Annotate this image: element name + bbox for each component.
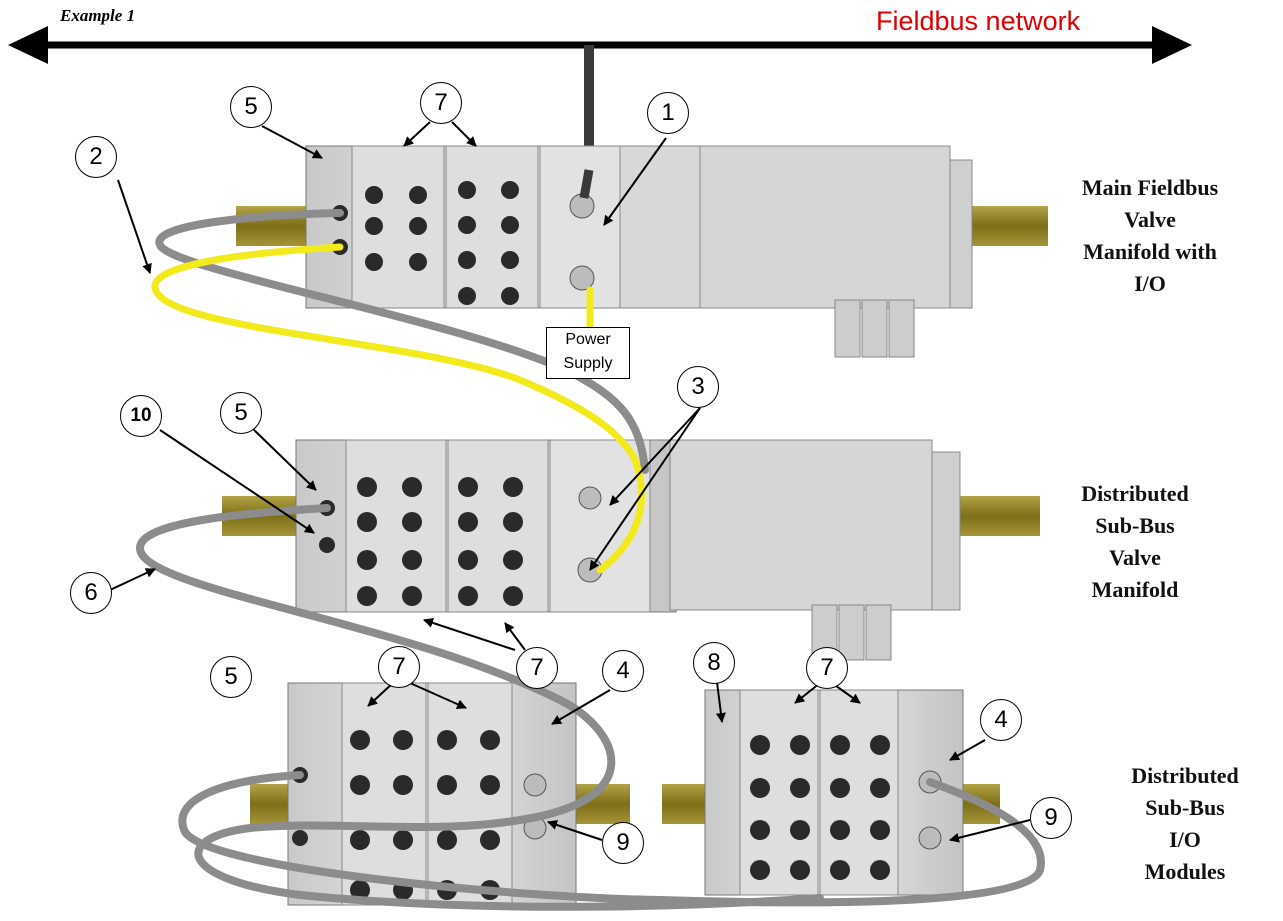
callout-4b: 4 [980, 699, 1022, 741]
label-line: Modules [1090, 856, 1280, 888]
callout-8: 8 [693, 642, 735, 684]
callout-9a: 9 [602, 822, 644, 864]
dark-cable-connector [584, 170, 589, 198]
label-line: Manifold with [1035, 236, 1265, 268]
callout-6: 6 [70, 572, 112, 614]
callout-5a: 5 [230, 86, 272, 128]
power-supply-label: Power Supply [546, 327, 630, 379]
callout-3: 3 [677, 366, 719, 408]
callout-5c: 5 [210, 656, 252, 698]
callout-7a: 7 [420, 82, 462, 124]
label-line: I/O [1090, 824, 1280, 856]
label-line: Manifold [1035, 574, 1235, 606]
callout-7b: 7 [516, 647, 558, 689]
label-line: Valve [1035, 542, 1235, 574]
callout-2: 2 [75, 136, 117, 178]
callout-7c: 7 [378, 646, 420, 688]
callout-4a: 4 [602, 650, 644, 692]
fieldbus-network-label: Fieldbus network [876, 6, 1080, 37]
callout-10: 10 [120, 395, 162, 437]
example-title: Example 1 [60, 6, 135, 26]
label-line: Sub-Bus [1090, 792, 1280, 824]
callout-9b: 9 [1030, 797, 1072, 839]
callout-5b: 5 [220, 392, 262, 434]
power-supply-text: Power Supply [564, 331, 613, 372]
main-fieldbus-manifold [306, 146, 972, 357]
label-line: I/O [1035, 268, 1265, 300]
sub-bus-valve-manifold [296, 440, 960, 660]
label-sub-io-modules: Distributed Sub-Bus I/O Modules [1090, 760, 1280, 888]
label-line: Distributed [1035, 478, 1235, 510]
sub-bus-io-module-right [705, 690, 963, 895]
label-line: Sub-Bus [1035, 510, 1235, 542]
callout-1: 1 [647, 92, 689, 134]
label-main-manifold: Main Fieldbus Valve Manifold with I/O [1035, 172, 1265, 300]
callout-7d: 7 [806, 647, 848, 689]
label-sub-valve-manifold: Distributed Sub-Bus Valve Manifold [1035, 478, 1235, 608]
label-line: Distributed [1090, 760, 1280, 792]
label-line: Main Fieldbus [1035, 172, 1265, 204]
label-line: Valve [1035, 204, 1265, 236]
